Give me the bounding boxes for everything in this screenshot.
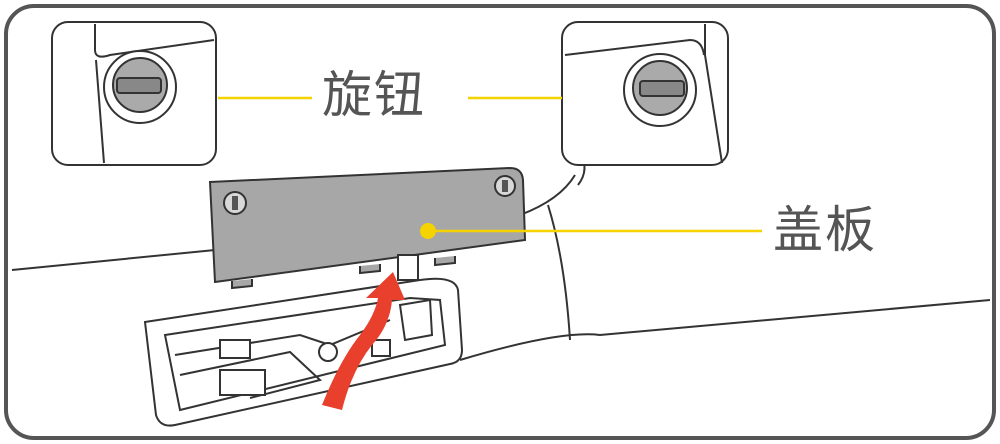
lift-arrow-icon [322, 272, 405, 410]
cover-label: 盖板 [773, 201, 877, 259]
knob-icon [639, 80, 685, 97]
cover-panel [208, 166, 527, 290]
vehicle-outline [11, 149, 991, 361]
leader-lines [218, 96, 762, 233]
inset-right [561, 21, 729, 166]
knob-label: 旋钮 [322, 66, 426, 124]
cover-marker-dot [420, 223, 436, 239]
knob-icon [116, 77, 162, 94]
inset-left [51, 21, 217, 166]
